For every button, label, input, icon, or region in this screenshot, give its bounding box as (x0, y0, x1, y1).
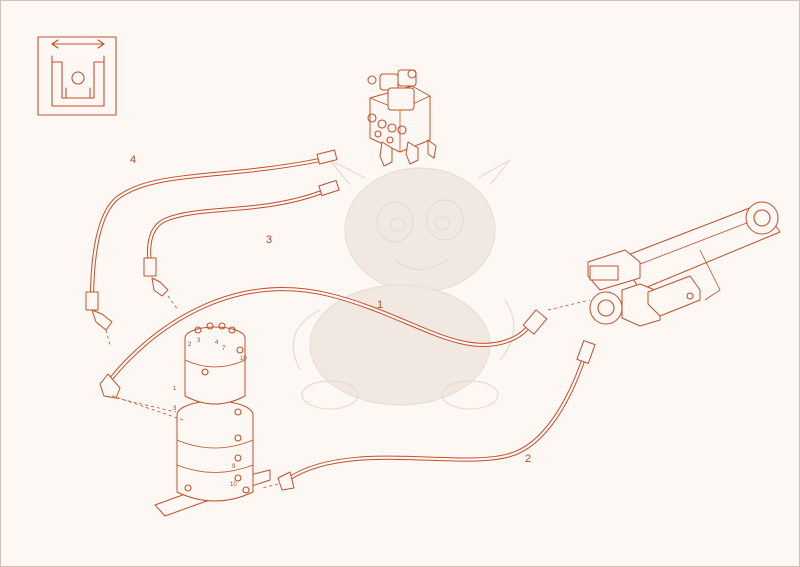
control-valve-block (367, 69, 437, 167)
dragon-mascot-watermark-icon (292, 159, 515, 410)
port-label: 2 (188, 342, 192, 348)
callout-hose-1: 1 (377, 299, 383, 311)
hose-3 (143, 179, 340, 311)
hose-4 (85, 149, 338, 346)
port-label: 10 (230, 482, 237, 488)
callout-hose-3: 3 (266, 234, 272, 246)
offset-swing-orientation-icon (37, 36, 117, 116)
hose-1 (99, 287, 591, 413)
port-label: 9 (232, 464, 236, 470)
port-label: 10 (240, 356, 247, 362)
callout-hose-2: 2 (525, 453, 531, 465)
hydraulic-cylinder (587, 201, 781, 327)
callout-hose-4: 4 (130, 154, 136, 166)
port-label: 1 (173, 386, 177, 392)
port-label: 4 (215, 340, 219, 346)
callout-labels: 1 2 3 4 (130, 154, 531, 465)
swivel-port-labels: 2 3 4 7 10 1 3 9 10 (173, 338, 247, 488)
port-label: 3 (173, 406, 177, 412)
hose-2 (261, 340, 596, 491)
port-label: 3 (197, 338, 201, 344)
port-label: 7 (222, 346, 226, 352)
swivel-joint (109, 322, 271, 517)
